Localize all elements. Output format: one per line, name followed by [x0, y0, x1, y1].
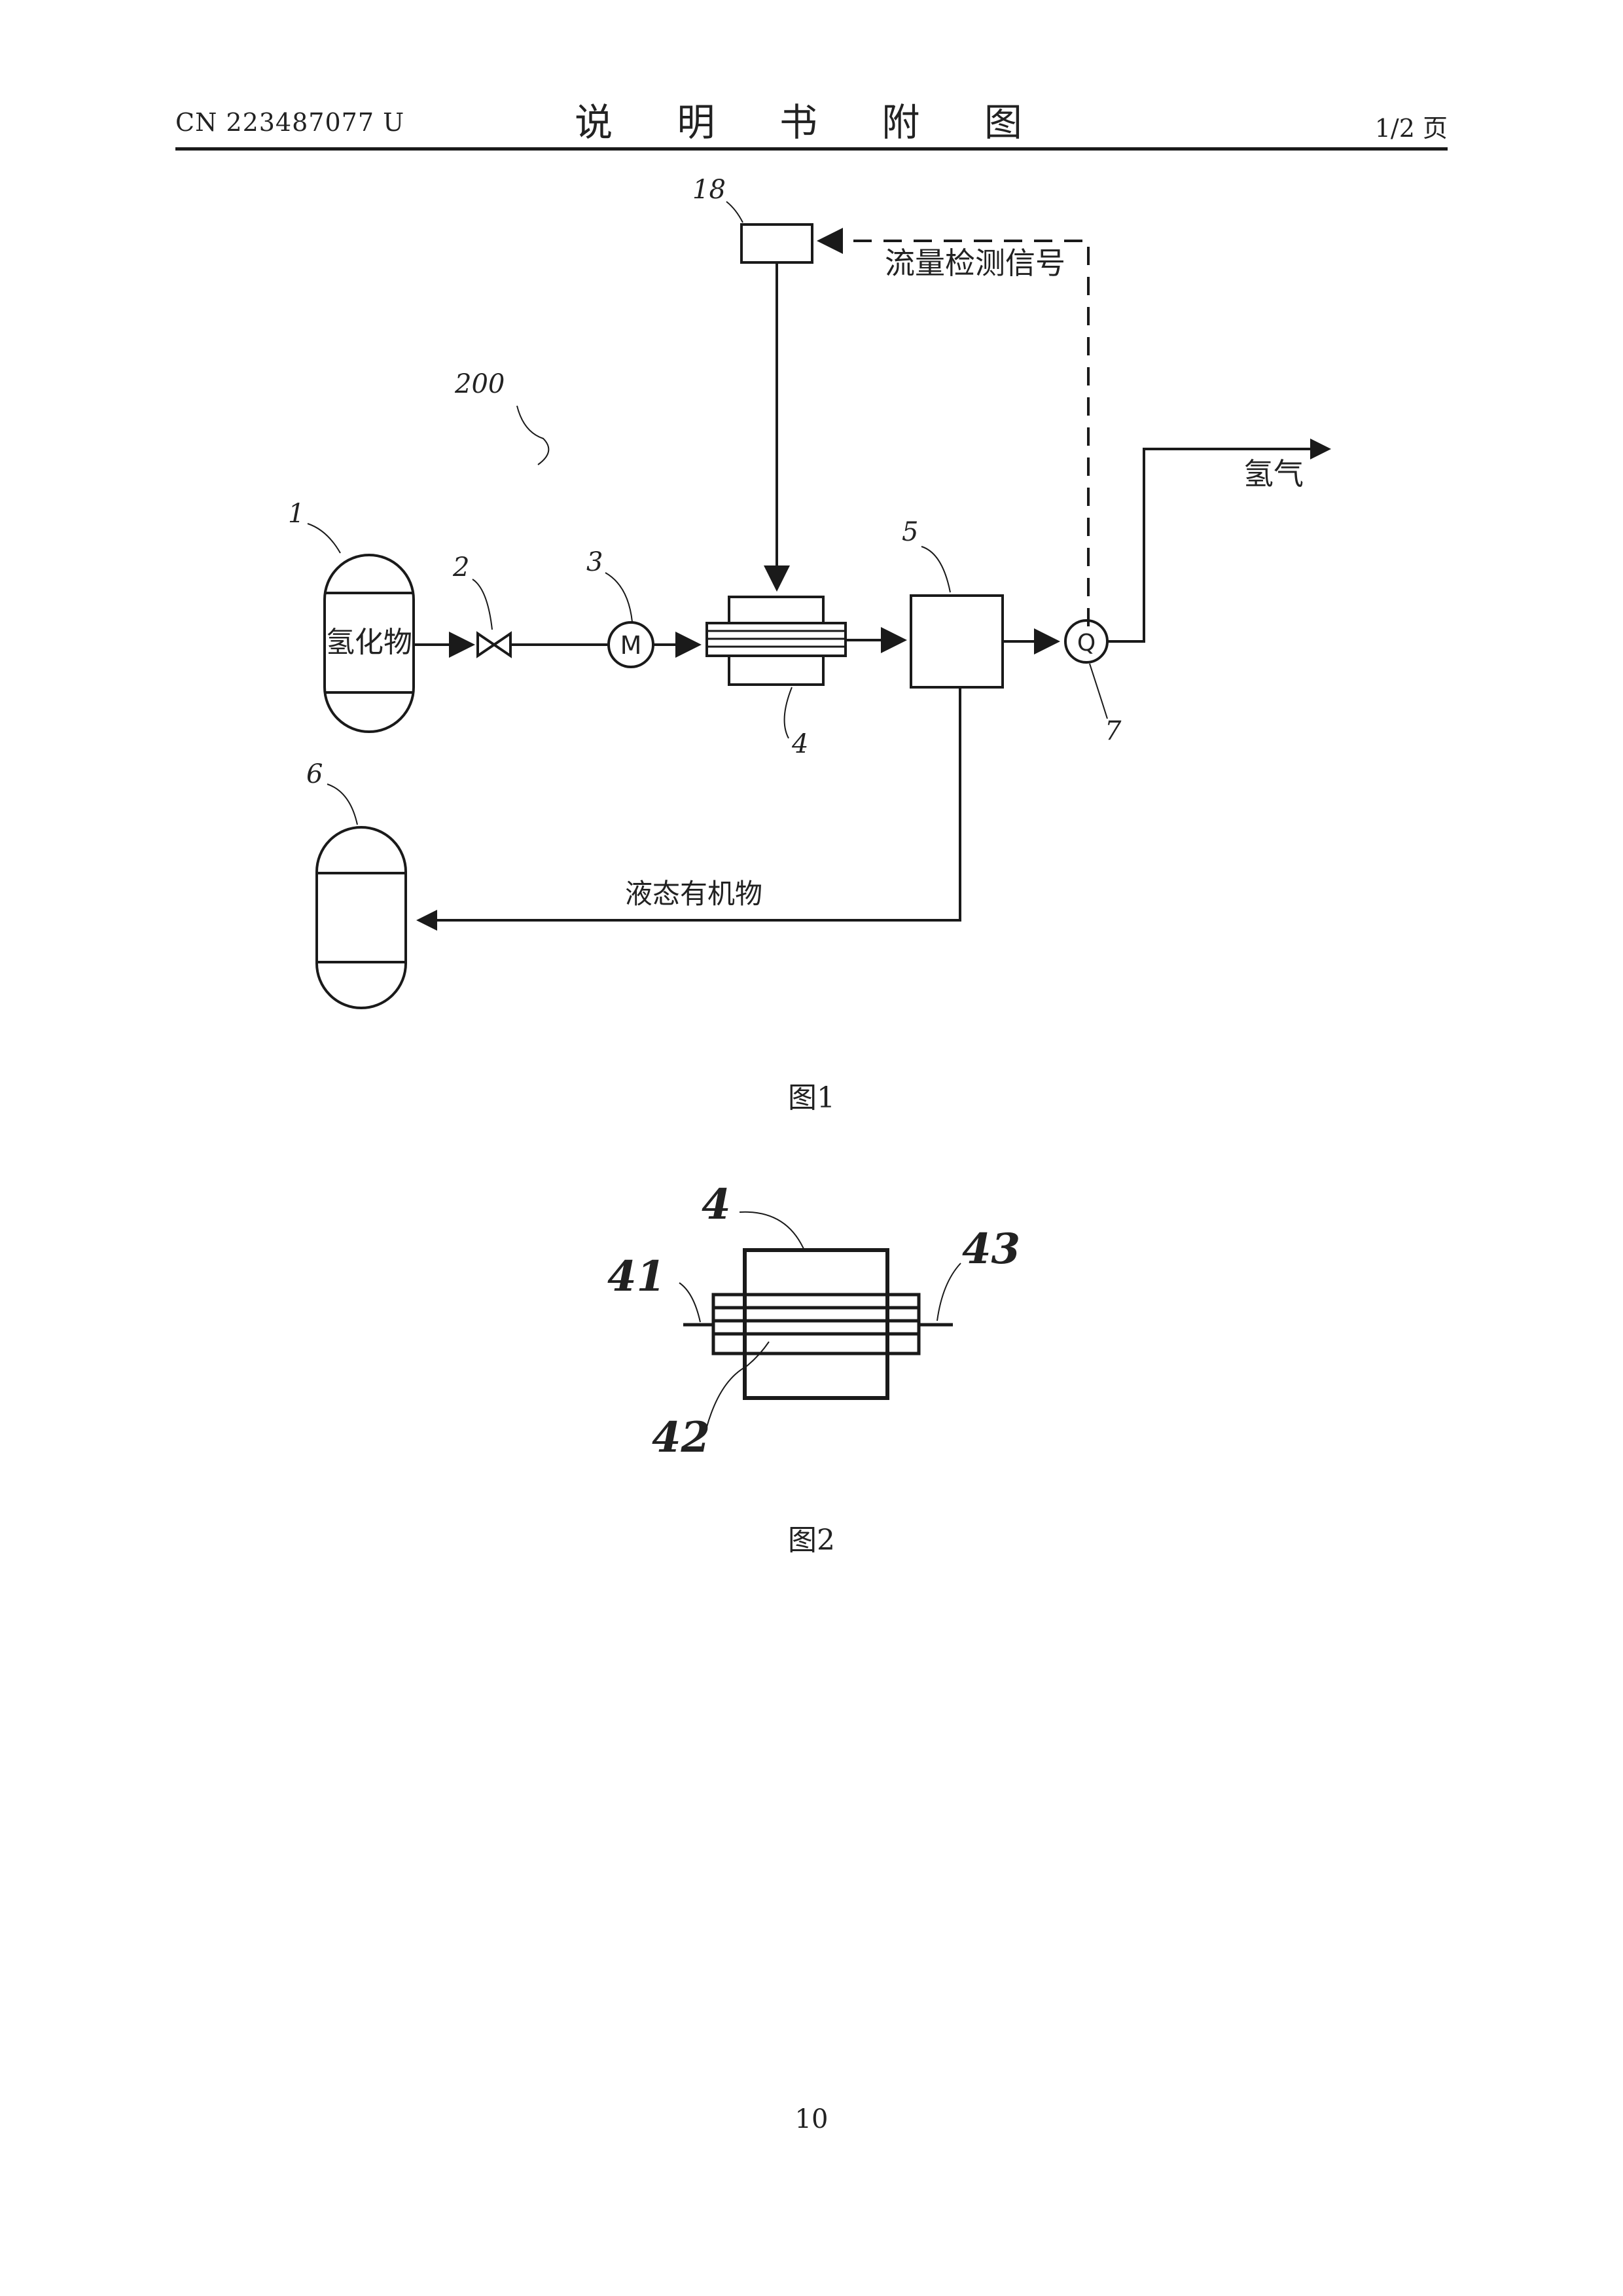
fig2-label-4: 4 [702, 1180, 731, 1229]
valve-2-number: 2 [452, 552, 469, 583]
fig2-label-41: 41 [607, 1252, 666, 1301]
controller-18-leader [726, 202, 743, 223]
separator-5-leader [921, 547, 950, 592]
controller-18-box [741, 224, 812, 262]
liquid-organic-label: 液态有机物 [625, 878, 762, 910]
system-200-number: 200 [454, 369, 505, 399]
fig2-leader-41 [679, 1283, 700, 1322]
tank-6-number: 6 [306, 759, 323, 789]
fig2-leader-4 [740, 1212, 804, 1249]
reactor-4-leader [785, 687, 792, 738]
fig2-label-42: 42 [652, 1413, 710, 1462]
flow-signal-label: 流量检测信号 [885, 245, 1065, 281]
flowmeter-7-number: 7 [1105, 716, 1122, 746]
figure-1: 18 流量检测信号 200 氢化物 1 2 [288, 175, 1329, 1008]
tank-6-leader [327, 784, 357, 825]
pump-3-leader [605, 573, 632, 622]
flow-signal-line [819, 241, 1088, 626]
reactor-4-number: 4 [791, 729, 808, 759]
separator-5 [911, 596, 1003, 687]
hydrogen-label: 氢气 [1243, 456, 1304, 492]
system-200-leader [517, 406, 548, 465]
figure-2-caption: 图2 [788, 1524, 835, 1557]
tank-1-number: 1 [288, 499, 304, 529]
separator-5-number: 5 [902, 517, 918, 547]
flowmeter-7-leader [1090, 664, 1107, 719]
pump-3-symbol: M [620, 631, 642, 660]
fig2-label-43: 43 [962, 1225, 1020, 1274]
tank-1-leader [308, 524, 340, 553]
fig2-leader-43 [937, 1263, 961, 1321]
page-number: 10 [0, 2104, 1623, 2134]
figure-2: 4 41 43 42 [607, 1180, 1020, 1462]
hydride-tank-label: 氢化物 [326, 626, 412, 659]
organic-tank-6 [317, 827, 406, 1008]
valve-2-leader [473, 579, 492, 630]
pump-3-number: 3 [586, 547, 603, 577]
flowmeter-7-symbol: Q [1077, 630, 1096, 656]
figure-1-caption: 图1 [788, 1081, 835, 1115]
controller-18-number: 18 [692, 175, 726, 205]
valve-2 [478, 634, 510, 656]
